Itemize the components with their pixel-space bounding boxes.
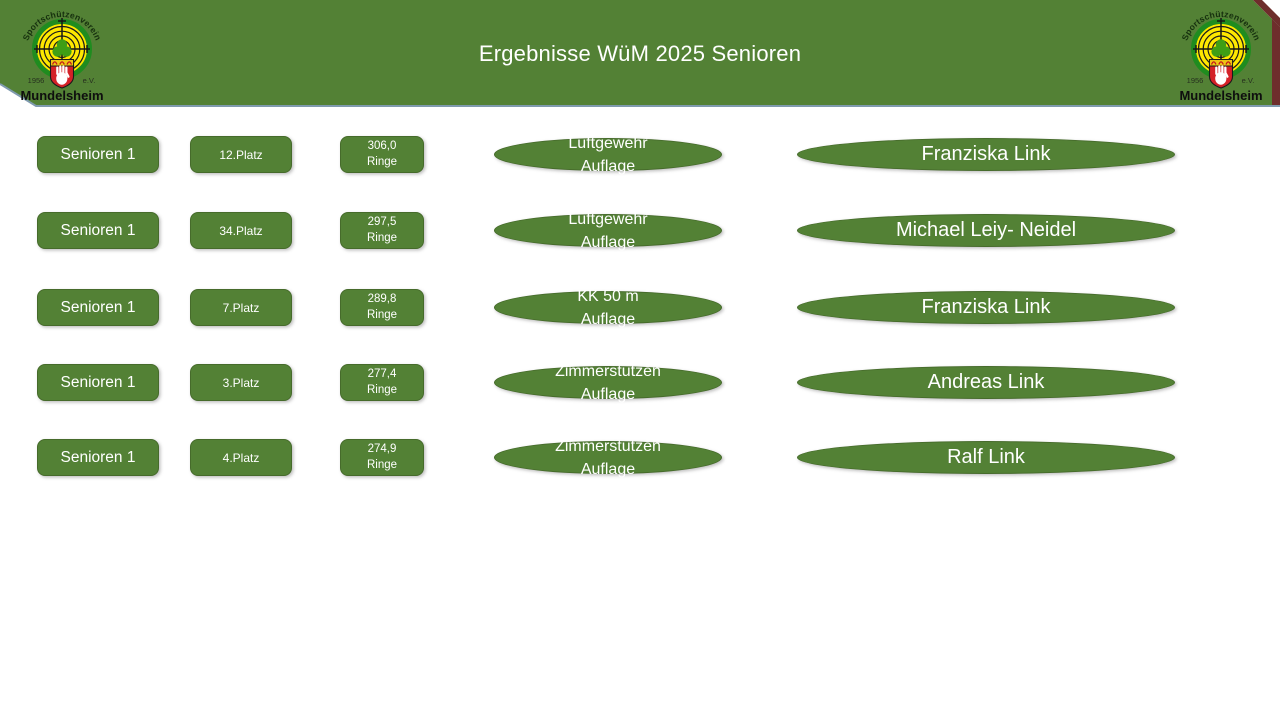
clover-icon <box>52 39 72 57</box>
logo-town: Mundelsheim <box>20 88 103 103</box>
discipline-ellipse: Luftgewehr Auflage <box>494 211 722 251</box>
group-box: Senioren 1 <box>37 212 159 249</box>
header-accent-edge <box>1272 19 1280 106</box>
hand-icon <box>56 65 70 85</box>
score-unit: Ringe <box>366 383 398 396</box>
score-value: 289,8 <box>367 293 397 305</box>
club-logo-left: Sportschützenverein <box>20 9 103 103</box>
shooter-name-ellipse: Franziska Link <box>797 138 1175 171</box>
discipline-ellipse: Zimmerstutzen Auflage <box>494 363 722 403</box>
coat-of-arms-icon <box>49 58 75 89</box>
discipline-line1: Luftgewehr <box>568 134 648 152</box>
score-unit: Ringe <box>366 155 398 168</box>
score-value: 277,4 <box>367 368 397 380</box>
score-box: 289,8 Ringe <box>340 289 424 326</box>
score-value: 274,9 <box>367 443 397 455</box>
group-box: Senioren 1 <box>37 364 159 401</box>
header-underline <box>0 83 1280 107</box>
result-row: Senioren 1 4.Platz 274,9 Ringe Zimmerstu… <box>0 438 1280 478</box>
discipline-line1: Luftgewehr <box>568 210 648 228</box>
club-logo-right <box>1166 3 1272 105</box>
score-box: 274,9 Ringe <box>340 439 424 476</box>
score-unit: Ringe <box>366 308 398 321</box>
logo-year: 1956 <box>28 76 45 85</box>
discipline-line2: Auflage <box>580 310 636 328</box>
result-row: Senioren 1 7.Platz 289,8 Ringe KK 50 m A… <box>0 288 1280 328</box>
place-box: 12.Platz <box>190 136 292 173</box>
result-row: Senioren 1 34.Platz 297,5 Ringe Luftgewe… <box>0 211 1280 251</box>
score-box: 277,4 Ringe <box>340 364 424 401</box>
slide-title: Ergebnisse WüM 2025 Senioren <box>478 41 802 66</box>
discipline-ellipse: Luftgewehr Auflage <box>494 135 722 175</box>
discipline-line2: Auflage <box>580 157 636 175</box>
score-unit: Ringe <box>366 458 398 471</box>
discipline-ellipse: Zimmerstutzen Auflage <box>494 438 722 478</box>
place-box: 3.Platz <box>190 364 292 401</box>
discipline-line1: KK 50 m <box>577 287 639 305</box>
score-box: 306,0 Ringe <box>340 136 424 173</box>
group-box: Senioren 1 <box>37 289 159 326</box>
place-box: 7.Platz <box>190 289 292 326</box>
discipline-line1: Zimmerstutzen <box>555 437 661 455</box>
discipline-line2: Auflage <box>580 233 636 251</box>
place-box: 4.Platz <box>190 439 292 476</box>
discipline-ellipse: KK 50 m Auflage <box>494 288 722 328</box>
header-green-band <box>0 0 1280 106</box>
result-row: Senioren 1 3.Platz 277,4 Ringe Zimmerstu… <box>0 363 1280 403</box>
result-row: Senioren 1 12.Platz 306,0 Ringe Luftgewe… <box>0 135 1280 175</box>
group-box: Senioren 1 <box>37 439 159 476</box>
shooter-name-ellipse: Ralf Link <box>797 441 1175 474</box>
shooter-name-ellipse: Andreas Link <box>797 366 1175 399</box>
header-banner <box>0 0 1280 107</box>
logo-ev: e.V. <box>83 76 96 85</box>
score-value: 297,5 <box>367 216 397 228</box>
place-box: 34.Platz <box>190 212 292 249</box>
discipline-line2: Auflage <box>580 460 636 478</box>
score-box: 297,5 Ringe <box>340 212 424 249</box>
discipline-line1: Zimmerstutzen <box>555 362 661 380</box>
shooter-name-ellipse: Franziska Link <box>797 291 1175 324</box>
shooter-name-ellipse: Michael Leiy- Neidel <box>797 214 1175 247</box>
score-value: 306,0 <box>367 140 397 152</box>
group-box: Senioren 1 <box>37 136 159 173</box>
discipline-line2: Auflage <box>580 385 636 403</box>
score-unit: Ringe <box>366 231 398 244</box>
